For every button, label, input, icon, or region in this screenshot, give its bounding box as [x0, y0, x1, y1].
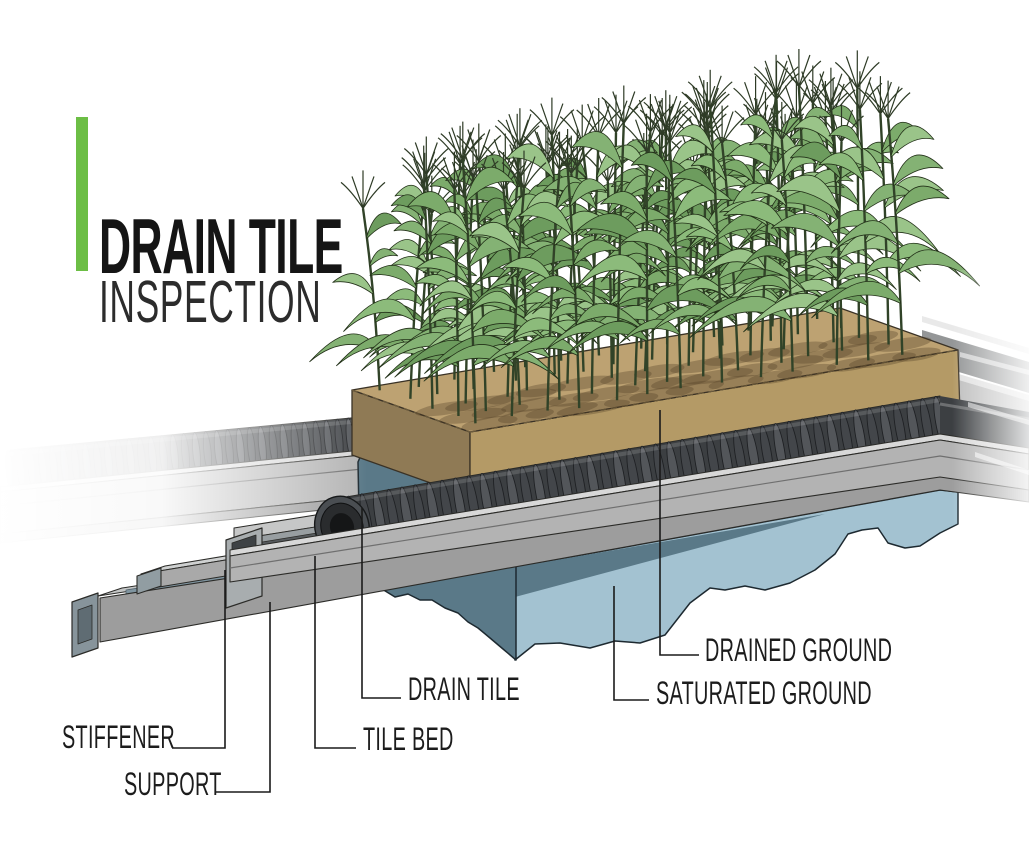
accent-bar — [76, 117, 88, 271]
corn-plant — [500, 129, 651, 409]
title-block: DRAIN TILE INSPECTION — [76, 117, 376, 332]
corn-shadows — [415, 330, 941, 431]
label-tile-bed: TILE BED — [363, 721, 454, 757]
corn-plant — [649, 69, 808, 383]
corn-plant — [811, 80, 980, 355]
label-drained-ground: DRAINED GROUND — [705, 632, 893, 668]
corn-plant — [689, 101, 817, 372]
page-title: DRAIN TILE — [99, 202, 343, 290]
leader-stiffener — [172, 570, 226, 749]
page-subtitle: INSPECTION — [99, 269, 322, 335]
leader-saturated-ground — [613, 586, 649, 701]
leader-drain-tile — [361, 508, 401, 699]
label-saturated-ground: SATURATED GROUND — [656, 675, 872, 711]
label-drain-tile: DRAIN TILE — [408, 671, 520, 707]
corn-field — [309, 49, 980, 424]
right-fade-overlay — [952, 270, 1029, 640]
corn-plant — [743, 103, 897, 365]
leader-drained-ground — [659, 410, 699, 656]
leader-lines — [172, 410, 699, 793]
label-stiffener: STIFFENER — [62, 719, 176, 755]
corn-plant — [619, 104, 737, 389]
leader-support — [215, 602, 271, 793]
leader-tile-bed — [314, 556, 356, 749]
label-support: SUPPORT — [124, 766, 222, 802]
